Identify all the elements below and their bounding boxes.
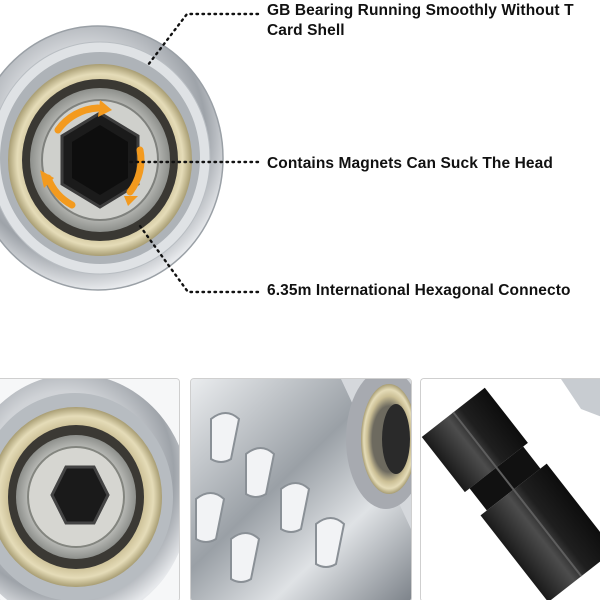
bearing-closeup-image — [0, 379, 179, 600]
callout-bearing: GB Bearing Running Smoothly Without T Ca… — [267, 1, 574, 41]
detail-panel-bearing — [0, 378, 180, 600]
detail-panel-hex-shank — [420, 378, 600, 600]
callout-magnets-line-1: Contains Magnets Can Suck The Head — [267, 155, 553, 172]
callout-bearing-line-1: GB Bearing Running Smoothly Without T — [267, 2, 574, 19]
hex-shank-closeup-image — [421, 379, 600, 600]
hero-bearing-illustration — [0, 12, 260, 294]
shaft-closeup-image — [191, 379, 411, 600]
callout-hex-connector: 6.35m International Hexagonal Connecto — [267, 281, 571, 301]
callout-hex-line-1: 6.35m International Hexagonal Connecto — [267, 282, 571, 299]
callout-leaders — [128, 12, 260, 294]
callout-magnets: Contains Magnets Can Suck The Head — [267, 154, 553, 174]
callout-bearing-line-2: Card Shell — [267, 22, 345, 39]
detail-panel-shaft — [190, 378, 412, 600]
hex-socket-icon — [50, 465, 110, 525]
